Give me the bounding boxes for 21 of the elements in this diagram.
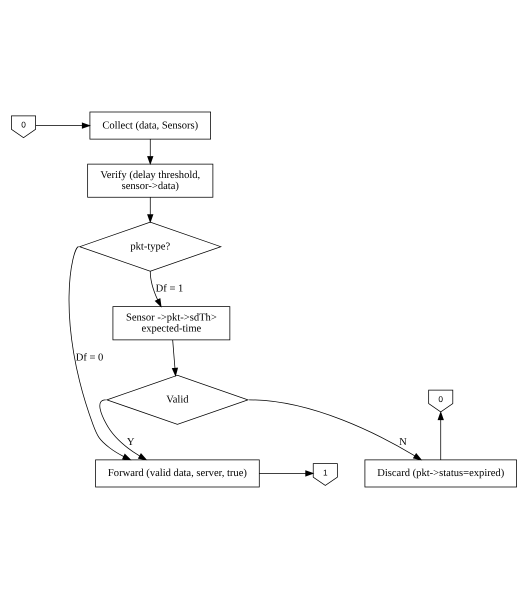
node-box: Forward (valid data, server, true) (95, 458, 260, 487)
node-box: Sensor ->pkt->sdTh> expected-time (112, 306, 230, 340)
arrow (147, 196, 154, 223)
node-diamond: Valid (106, 374, 250, 424)
edge-label: N (399, 436, 407, 448)
arrow (150, 270, 162, 308)
arrow (438, 410, 444, 460)
arrow (259, 470, 314, 476)
arrow (248, 398, 422, 460)
arrow (99, 398, 148, 460)
node-diamond: pkt-type? (78, 221, 222, 272)
edge-label: Df = 1 (156, 283, 184, 294)
node-box: Verify (delay threshold, sensor->data) (87, 163, 214, 198)
node-box: Collect (data, Sensors) (90, 111, 211, 140)
arrow (68, 246, 132, 460)
node-box: Discard (pkt->status=expired) (364, 458, 517, 487)
edge-label: Df = 0 (76, 352, 104, 363)
arrow (147, 138, 154, 165)
edge-label: Y (126, 436, 134, 448)
arrow (35, 122, 91, 128)
arrow (172, 339, 178, 376)
